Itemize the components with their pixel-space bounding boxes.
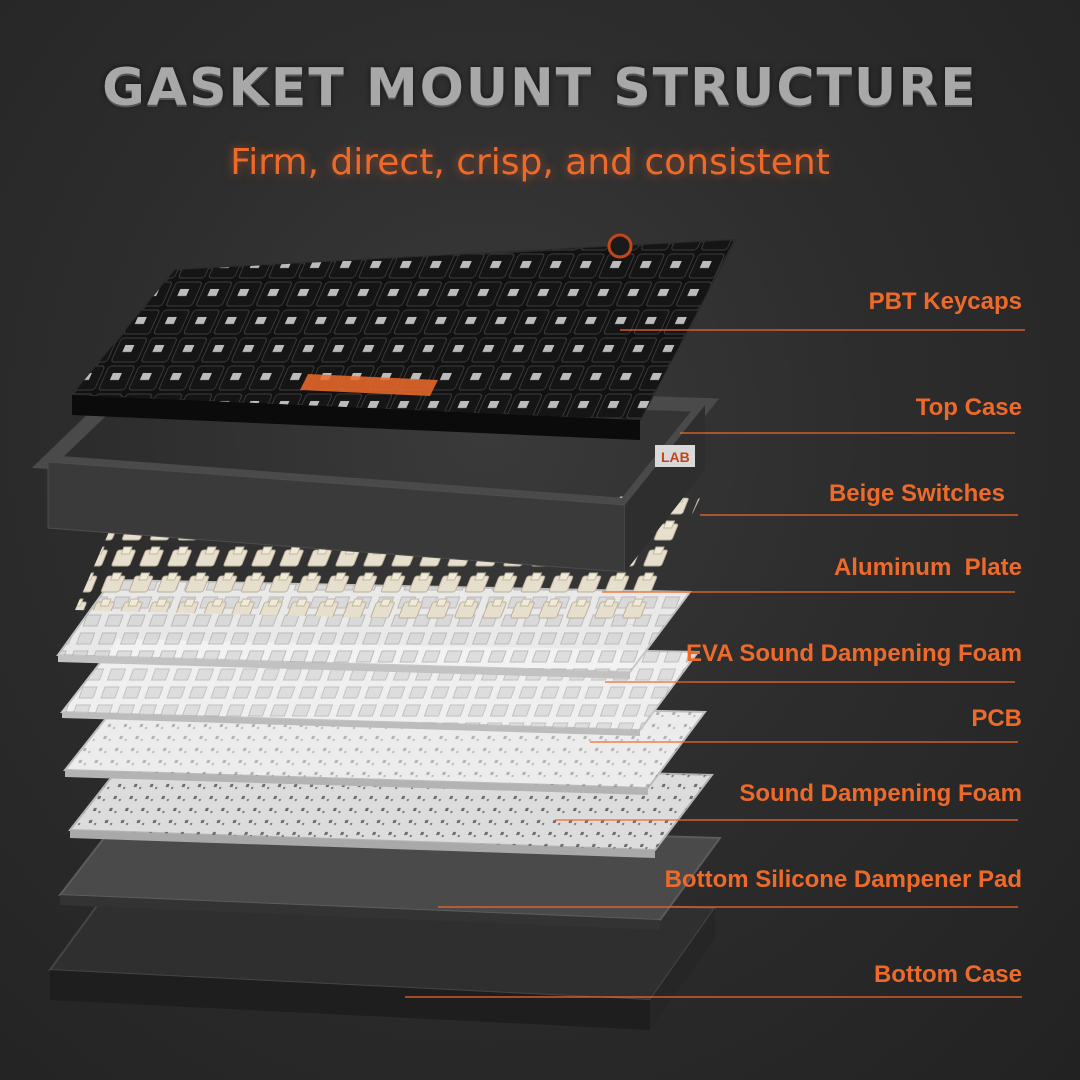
label-beige-switches: Beige Switches xyxy=(828,480,1005,507)
case-badge xyxy=(655,445,695,467)
spacebar-accent xyxy=(300,374,438,396)
label-bottom-case: Bottom Case xyxy=(873,961,1022,988)
label-pcb: PCB xyxy=(971,705,1022,732)
pbt-keycaps-layer xyxy=(69,233,737,440)
label-aluminum-plate: Aluminum Plate xyxy=(833,554,1022,581)
label-bottom-silicone-pad: Bottom Silicone Dampener Pad xyxy=(664,866,1022,893)
label-sound-dampening-foam: Sound Dampening Foam xyxy=(739,780,1022,807)
headline: GASKET MOUNT STRUCTURE xyxy=(102,58,978,118)
label-top-case: Top Case xyxy=(915,394,1022,421)
label-pbt-keycaps: PBT Keycaps xyxy=(868,288,1022,315)
volume-knob xyxy=(607,233,633,259)
subheadline: Firm, direct, crisp, and consistent xyxy=(230,142,830,183)
label-eva-foam: EVA Sound Dampening Foam xyxy=(685,640,1022,667)
leader-lines xyxy=(405,329,1025,998)
case-badge-text: LAB xyxy=(661,449,690,465)
